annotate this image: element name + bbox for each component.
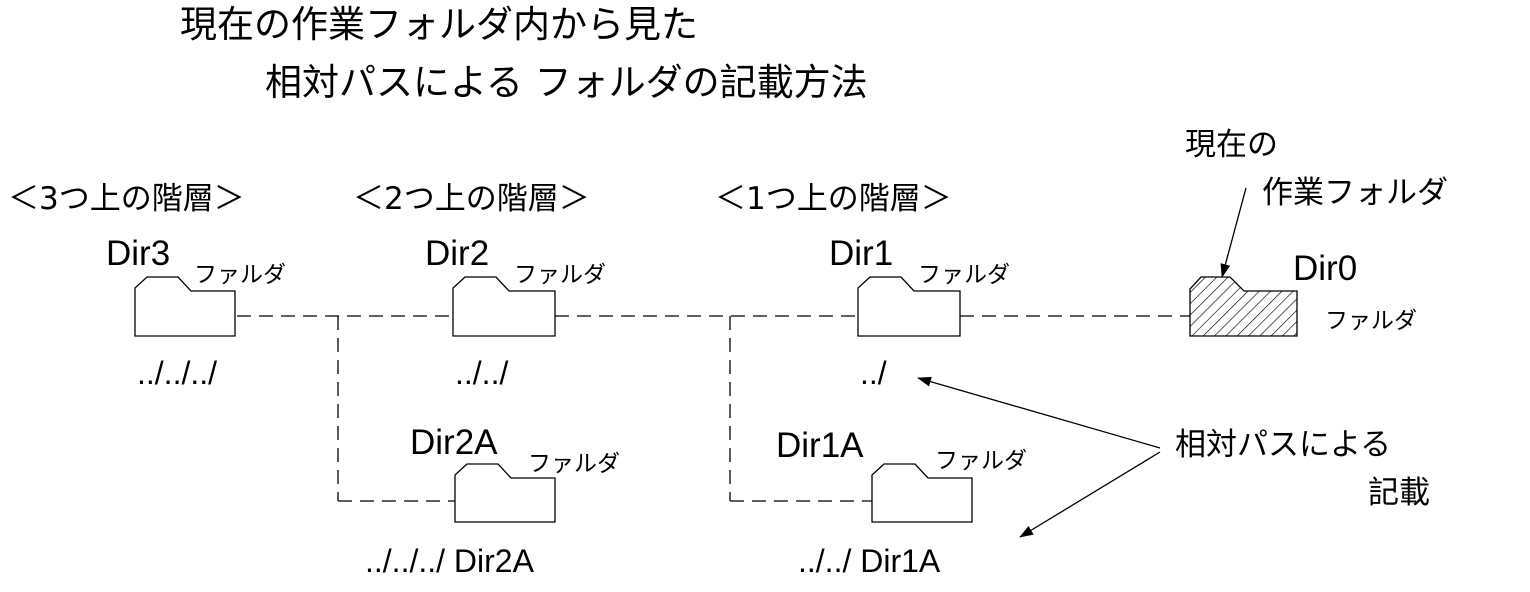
folder-icon-dir2	[452, 276, 556, 337]
relative-path-dir2: ../../	[455, 355, 509, 391]
folder-name-dir2a: Dir2A	[410, 423, 498, 462]
level-heading-1: ＜1つ上の階層＞	[715, 181, 952, 217]
diagram-title-line1: 現在の作業フォルダ内から見た	[180, 3, 698, 46]
folder-icon-dir0-current	[1189, 276, 1298, 337]
dashed-connectors	[237, 315, 1190, 502]
folder-name-dir1: Dir1	[829, 234, 894, 273]
folder-suffix-dir1a: ファルダ	[935, 448, 1027, 474]
folder-name-dir3: Dir3	[106, 234, 171, 273]
arrow-note-to-dir1-path	[917, 376, 1161, 449]
folder-suffix-dir2: ファルダ	[514, 262, 606, 288]
relative-path-dir1a: ../../ Dir1A	[798, 543, 941, 579]
diagram-title-line2: 相対パスによる フォルダの記載方法	[265, 61, 868, 104]
relative-path-dir2a: ../../../ Dir2A	[365, 543, 534, 579]
folder-icons	[134, 276, 1298, 523]
folder-suffix-dir0: ファルダ	[1325, 308, 1417, 334]
relative-path-dir1: ../	[860, 355, 887, 391]
folder-icon-dir1	[857, 276, 961, 337]
folder-suffix-dir2a: ファルダ	[528, 451, 620, 477]
folder-name-dir1a: Dir1A	[776, 426, 864, 465]
level-heading-3: ＜3つ上の階層＞	[8, 181, 245, 217]
arrows	[917, 187, 1247, 538]
current-folder-label-line2: 作業フォルダ	[1262, 175, 1448, 211]
relative-path-dir3: ../../../	[137, 355, 218, 391]
folder-name-dir2: Dir2	[425, 234, 490, 273]
current-folder-label-line1: 現在の	[1185, 127, 1278, 163]
relative-path-note-line1: 相対パスによる	[1175, 427, 1392, 463]
arrow-note-to-dir1a-path	[1019, 451, 1161, 538]
relative-path-note-line2: 記載	[1368, 475, 1430, 511]
folder-icon-dir1a	[871, 463, 973, 523]
level-heading-2: ＜2つ上の階層＞	[353, 181, 590, 217]
arrow-current-folder	[1220, 187, 1247, 278]
folder-suffix-dir1: ファルダ	[918, 262, 1010, 288]
folder-icon-dir3	[134, 276, 236, 337]
folder-suffix-dir3: ファルダ	[194, 262, 286, 288]
folder-name-dir0: Dir0	[1293, 249, 1358, 288]
folder-icon-dir2a	[454, 463, 556, 523]
